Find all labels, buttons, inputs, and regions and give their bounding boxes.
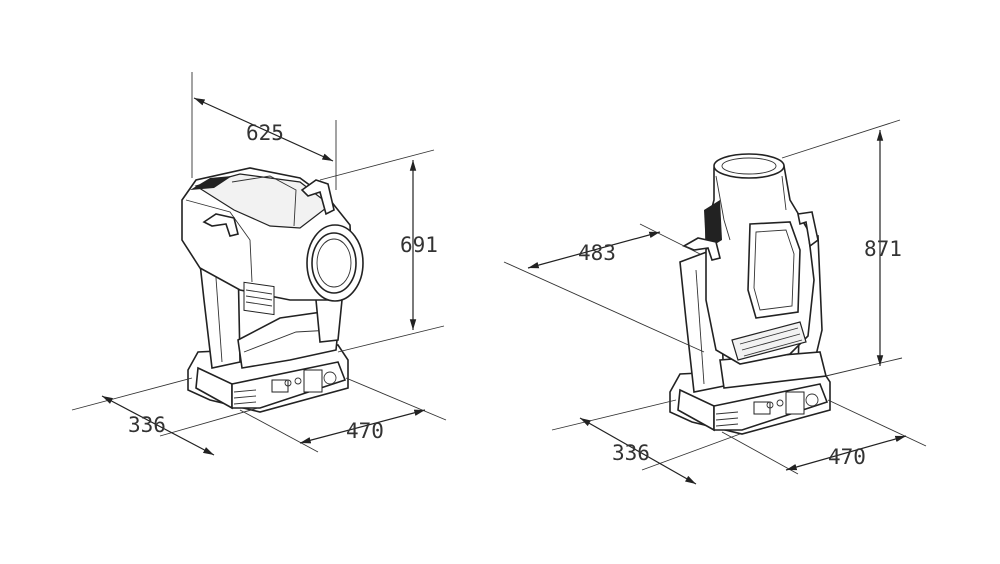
left-fixture-lens	[306, 224, 364, 302]
right-dim-width-label: 483	[578, 241, 616, 265]
left-dim-depth-label: 336	[128, 413, 166, 437]
left-fixture-handle	[300, 179, 335, 216]
right-dim-length-label: 470	[828, 445, 866, 469]
right-dim-height-label: 871	[864, 237, 902, 261]
left-dimension-lines	[71, 72, 447, 456]
left-dim-height-label: 691	[400, 233, 438, 257]
right-fixture-head	[704, 153, 815, 365]
left-dim-length-label: 470	[346, 419, 384, 443]
left-dim-width-label: 625	[246, 121, 284, 145]
right-fixture-handle	[797, 211, 819, 248]
right-dim-depth-label: 336	[612, 441, 650, 465]
right-dimension-lines	[503, 119, 927, 485]
right-fixture-base	[669, 366, 831, 435]
left-fixture	[181, 167, 364, 413]
right-fixture	[669, 153, 831, 435]
